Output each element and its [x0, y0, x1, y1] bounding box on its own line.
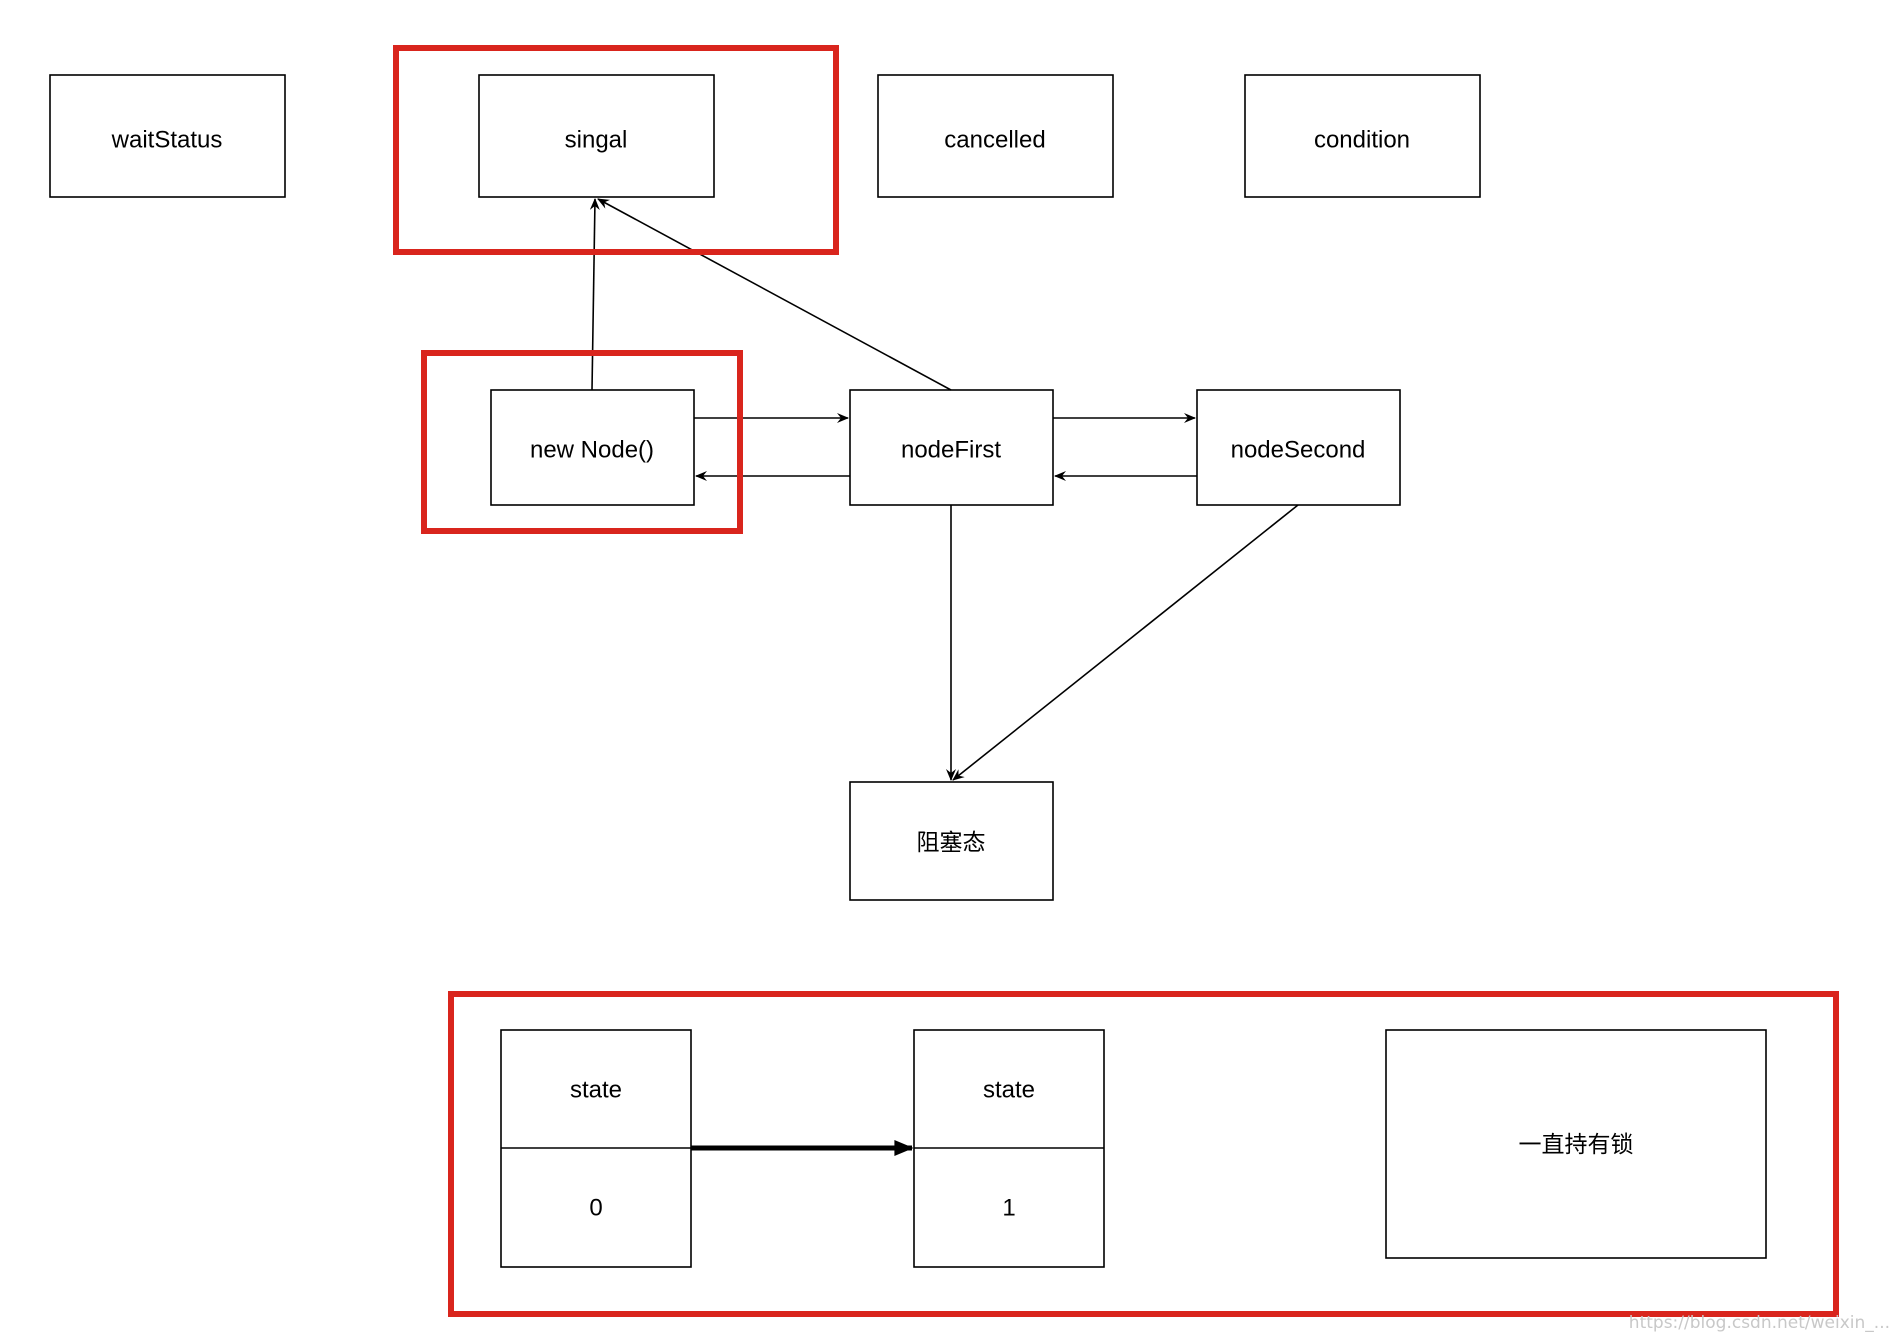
- node-new-node: new Node(): [490, 389, 695, 506]
- node-singal-label: singal: [565, 127, 628, 154]
- lock-note-box: 一直持有锁: [1385, 1029, 1767, 1259]
- node-second-label: nodeSecond: [1231, 437, 1366, 464]
- node-cancelled-label: cancelled: [944, 127, 1045, 154]
- state-box-left-header: state: [570, 1077, 622, 1104]
- state-box-left: state 0: [500, 1029, 692, 1268]
- node-blocked-label: 阻塞态: [917, 830, 986, 856]
- node-second: nodeSecond: [1196, 389, 1401, 506]
- node-condition: condition: [1244, 74, 1481, 198]
- node-cancelled: cancelled: [877, 74, 1114, 198]
- state-box-left-value: 0: [589, 1195, 602, 1222]
- edge-new-node-to-singal: [589, 198, 600, 391]
- edge-node-first-to-singal: [597, 198, 952, 391]
- highlight-frame-new-node: [421, 350, 743, 534]
- watermark: https://blog.csdn.net/weixin_...: [1629, 1313, 1890, 1333]
- node-singal: singal: [478, 74, 715, 198]
- state-box-right-value: 1: [1002, 1195, 1015, 1222]
- node-wait-status-label: waitStatus: [111, 127, 223, 154]
- node-wait-status: waitStatus: [49, 74, 286, 198]
- node-first-label: nodeFirst: [901, 437, 1001, 464]
- node-new-node-label: new Node(): [530, 437, 654, 464]
- node-first: nodeFirst: [849, 389, 1054, 506]
- state-box-right: state 1: [913, 1029, 1105, 1268]
- state-box-right-header: state: [983, 1077, 1035, 1104]
- highlight-frame-singal: [393, 45, 839, 255]
- node-blocked: 阻塞态: [849, 781, 1054, 901]
- highlight-frame-state: [448, 991, 1839, 1317]
- node-condition-label: condition: [1314, 127, 1410, 154]
- edge-node-second-to-blocked: [952, 504, 1299, 781]
- lock-note-label: 一直持有锁: [1519, 1132, 1634, 1158]
